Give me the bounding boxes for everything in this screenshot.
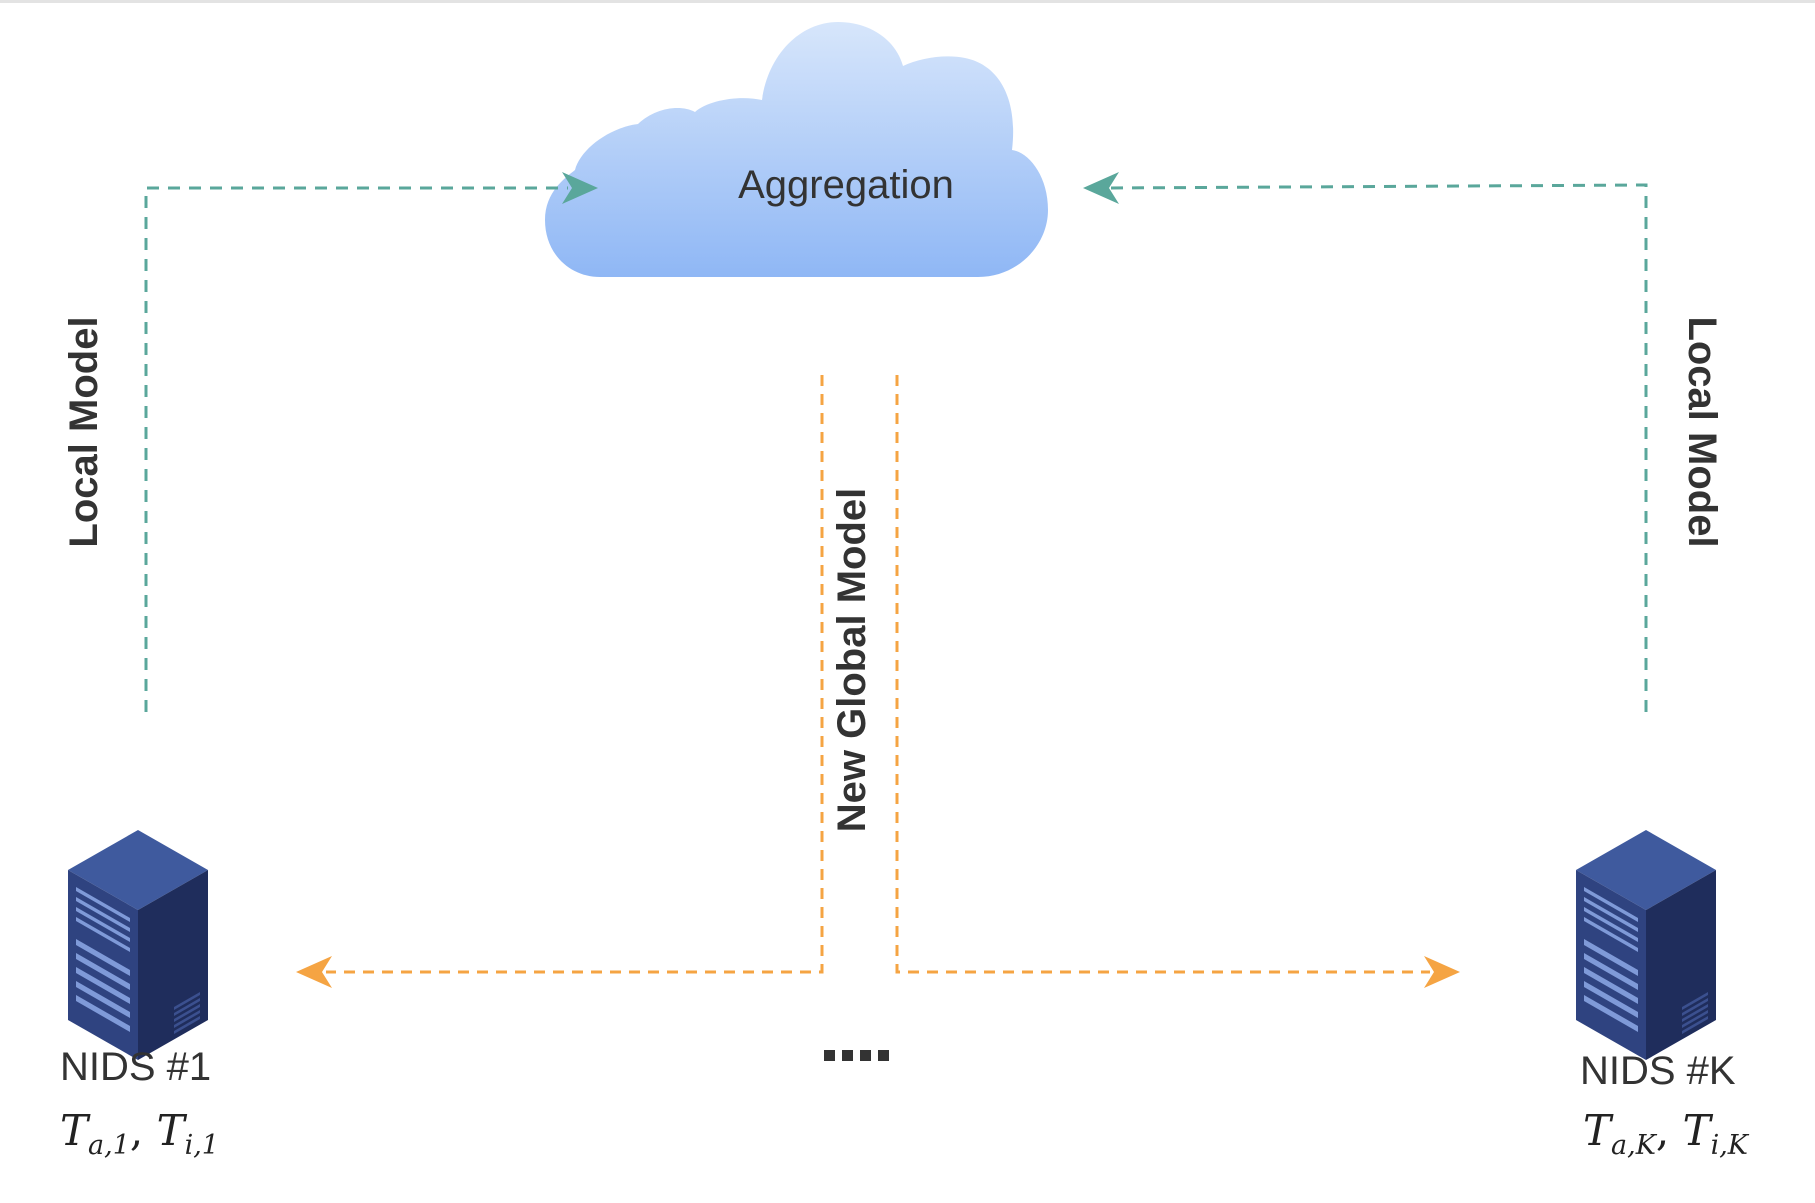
server-icon bbox=[1576, 830, 1716, 1060]
more-nodes-ellipsis: .... bbox=[824, 1050, 889, 1062]
left-local-model-link bbox=[144, 172, 598, 712]
right-arrowhead-left bbox=[1083, 172, 1119, 204]
right-local-model-link bbox=[1083, 172, 1648, 712]
node-name: NIDS #1 bbox=[60, 1045, 211, 1089]
left-arrowhead-right bbox=[562, 172, 598, 204]
aggregation-cloud: Aggregation bbox=[545, 22, 1048, 277]
global-arrowhead-left bbox=[296, 956, 332, 988]
nids-1-server: NIDS #1 Ta,1, Ti,1 bbox=[60, 830, 219, 1161]
cloud-label: Aggregation bbox=[738, 163, 954, 207]
cloud-icon bbox=[545, 22, 1048, 277]
top-border bbox=[0, 0, 1815, 3]
left-local-model-label: Local Model bbox=[62, 316, 106, 547]
new-global-model-label: New Global Model bbox=[830, 488, 874, 832]
ellipsis-text: .... bbox=[855, 1060, 857, 1062]
global-model-link bbox=[296, 375, 1460, 988]
node-thresholds: Ta,K, Ti,K bbox=[1583, 1106, 1750, 1161]
global-arrowhead-right bbox=[1424, 956, 1460, 988]
node-name: NIDS #K bbox=[1580, 1049, 1736, 1093]
right-local-model-label: Local Model bbox=[1680, 316, 1724, 547]
node-thresholds: Ta,1, Ti,1 bbox=[60, 1106, 219, 1161]
server-icon bbox=[68, 830, 208, 1060]
nids-k-server: NIDS #K Ta,K, Ti,K bbox=[1576, 830, 1750, 1161]
